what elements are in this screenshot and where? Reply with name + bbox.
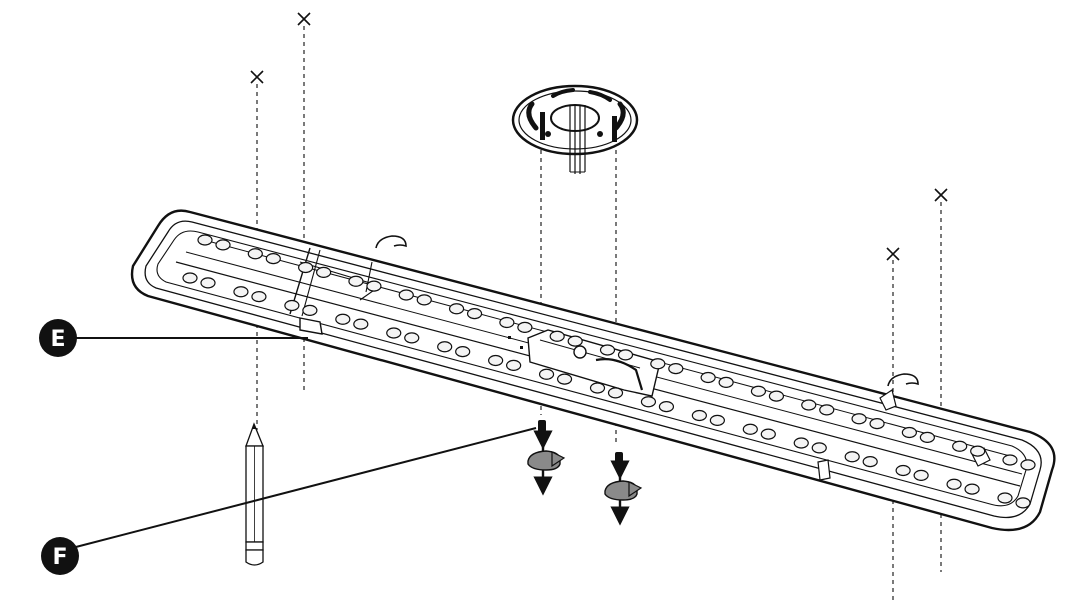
led-hole: [284, 299, 300, 312]
led-hole: [1020, 459, 1036, 471]
guide-line: [250, 70, 264, 430]
led-hole: [404, 332, 420, 344]
led-hole: [709, 414, 725, 426]
led-hole: [298, 261, 314, 274]
callout-f-label: F: [52, 545, 67, 570]
led-hole: [946, 478, 962, 490]
led-hole: [750, 385, 767, 397]
led-hole: [567, 335, 583, 347]
led-hole: [386, 327, 402, 339]
callout-f: F: [41, 427, 537, 575]
led-hole: [913, 469, 929, 481]
led-hole: [556, 373, 573, 385]
wall-plug-icon: [615, 452, 623, 464]
rotate-arrow-icon: [604, 460, 643, 526]
led-hole: [760, 428, 776, 440]
led-hole: [215, 239, 231, 251]
led-hole: [197, 234, 213, 246]
led-hole: [251, 291, 267, 303]
led-hole: [869, 418, 885, 430]
led-hole: [640, 396, 657, 408]
led-hole: [455, 346, 471, 358]
led-hole: [844, 451, 860, 463]
led-hole: [348, 275, 364, 287]
led-hole: [488, 354, 504, 367]
led-holes: [182, 234, 1036, 509]
led-hole: [793, 437, 809, 449]
led-hole: [901, 426, 917, 439]
led-hole: [668, 363, 684, 375]
led-hole: [200, 277, 216, 289]
led-hole: [506, 359, 522, 371]
led-hole: [1002, 454, 1018, 466]
led-hole: [538, 368, 555, 380]
led-hole: [517, 321, 533, 333]
wall-plug-icon: [538, 420, 546, 432]
led-hole: [819, 404, 835, 416]
led-hole: [549, 330, 565, 342]
cross-marker-icon: [934, 188, 948, 202]
led-hole: [499, 316, 515, 329]
led-hole: [718, 376, 734, 388]
led-hole: [895, 464, 911, 477]
led-hole: [970, 445, 986, 457]
led-hole: [247, 248, 263, 260]
led-hole: [768, 390, 785, 402]
led-hole: [691, 409, 707, 422]
callout-e: E: [39, 319, 308, 357]
led-hole: [607, 387, 624, 399]
led-hole: [589, 382, 606, 394]
led-hole: [353, 318, 369, 330]
ceiling-bracket-icon: [511, 84, 639, 174]
led-hole: [658, 401, 675, 413]
led-hole: [448, 303, 465, 315]
led-hole: [416, 294, 432, 306]
led-hole: [316, 266, 332, 278]
led-hole: [801, 399, 817, 411]
led-hole: [335, 313, 351, 325]
guide-line: [934, 188, 948, 572]
led-hole: [233, 286, 249, 298]
led-hole: [742, 423, 758, 435]
led-hole: [265, 253, 281, 265]
callout-e-label: E: [50, 327, 65, 352]
led-hole: [997, 492, 1013, 504]
rotate-arrow-icon: [527, 430, 566, 496]
led-hole: [366, 280, 382, 292]
led-hole: [964, 483, 980, 495]
led-hole: [617, 349, 634, 361]
led-hole: [1015, 497, 1031, 509]
cross-marker-icon: [250, 70, 264, 84]
cable-bundle: [569, 105, 586, 174]
led-hole: [398, 289, 414, 301]
led-hole: [700, 371, 716, 384]
led-hole: [650, 358, 666, 370]
led-hole: [466, 308, 483, 320]
callout-e-badge: [39, 319, 77, 357]
led-hole: [919, 431, 935, 443]
led-hole: [437, 341, 453, 353]
led-hole: [182, 272, 198, 284]
cross-marker-icon: [297, 12, 311, 26]
led-hole: [811, 442, 827, 454]
pencil-icon: [245, 422, 264, 566]
callout-f-badge: [41, 537, 79, 575]
luminaire-housing: [130, 209, 1056, 532]
led-hole: [302, 304, 318, 316]
led-hole: [599, 344, 616, 356]
cross-marker-icon: [886, 247, 900, 261]
led-hole: [952, 440, 968, 452]
led-hole: [862, 456, 878, 468]
led-hole: [851, 413, 867, 425]
